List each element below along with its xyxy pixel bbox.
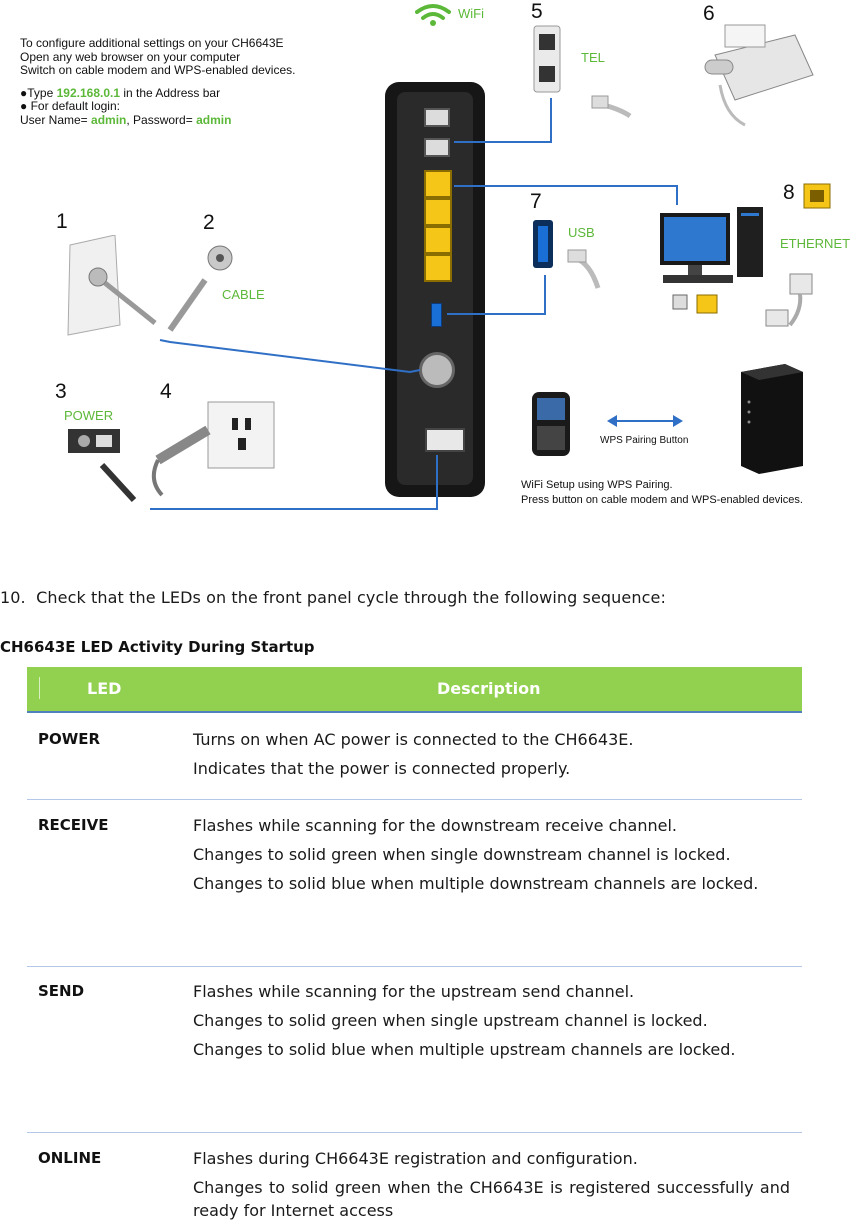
- power-adapter-icon: [68, 429, 137, 503]
- step-text: Check that the LEDs on the front panel c…: [36, 588, 666, 607]
- ethernet-cable-icon: [765, 273, 813, 327]
- led-name-receive: RECEIVE: [38, 816, 109, 834]
- description-line: Changes to solid blue when multiple upst…: [193, 1040, 736, 1059]
- instruction-text: in the Address bar: [120, 85, 221, 100]
- router-back-panel: [397, 92, 473, 485]
- power-label: POWER: [64, 408, 114, 423]
- step-number-8: 8: [783, 181, 795, 204]
- step-number-3: 3: [55, 380, 67, 403]
- led-name-send: SEND: [38, 982, 85, 1000]
- description-line: Flashes during CH6643E registration and …: [193, 1149, 638, 1168]
- phone-jack-icon: [533, 25, 632, 119]
- led-description-power: Turns on when AC power is connected to t…: [193, 728, 790, 786]
- wps-device-icon: [741, 364, 803, 474]
- table-header: LED Description: [27, 667, 802, 713]
- column-header-led: LED: [87, 679, 122, 698]
- tel-wire: [454, 141, 552, 143]
- step-instruction: 10. Check that the LEDs on the front pan…: [0, 588, 666, 607]
- wifi-label: WiFi: [458, 6, 484, 21]
- instruction-line: Switch on cable modem and WPS-enabled de…: [20, 63, 296, 77]
- ethernet-port-1: [424, 170, 452, 198]
- setup-instructions: To configure additional settings on your…: [20, 36, 296, 128]
- instruction-line: To configure additional settings on your…: [20, 36, 284, 50]
- login-credentials: User Name= admin, Password= admin: [20, 112, 295, 128]
- tel-port-2: [424, 138, 450, 157]
- tel-wire: [550, 98, 552, 142]
- description-line: Changes to solid green when single downs…: [193, 845, 731, 864]
- row-divider: [27, 966, 802, 967]
- description-line: Changes to solid blue when multiple down…: [193, 874, 759, 893]
- step-number-6: 6: [703, 2, 715, 25]
- row-divider: [27, 1132, 802, 1133]
- desktop-computer-icon: [660, 207, 763, 314]
- address-bar-instruction: ●Type 192.168.0.1 in the Address bar: [20, 85, 295, 101]
- wps-pairing-arrow-icon: [607, 415, 683, 427]
- step-number-2: 2: [203, 211, 215, 234]
- ethernet-wire: [676, 185, 678, 205]
- column-header-description: Description: [437, 679, 541, 698]
- usb-label: USB: [568, 225, 595, 240]
- led-description-send: Flashes while scanning for the upstream …: [193, 980, 790, 1067]
- power-port: [425, 428, 465, 452]
- usb-wire: [447, 313, 546, 315]
- coax-cable-icon: [167, 245, 233, 332]
- description-line: Indicates that the power is connected pr…: [193, 759, 571, 778]
- cable-label: CABLE: [222, 287, 265, 302]
- ethernet-port-3: [424, 226, 452, 254]
- ethernet-label: ETHERNET: [780, 236, 851, 251]
- power-outlet-icon: [151, 401, 275, 497]
- instruction-line: ● For default login:: [20, 99, 120, 113]
- instruction-line: Open any web browser on your computer: [20, 49, 241, 64]
- led-name-online: ONLINE: [38, 1149, 102, 1167]
- default-username: admin: [91, 112, 127, 127]
- smartphone-icon: [532, 392, 570, 456]
- ethernet-port-4: [424, 254, 452, 282]
- table-caption: CH6643E LED Activity During Startup: [0, 638, 315, 656]
- description-line: Flashes while scanning for the downstrea…: [193, 816, 677, 835]
- instruction-text: , Password=: [126, 112, 197, 127]
- power-wire: [150, 508, 438, 510]
- usb-wire: [544, 275, 546, 315]
- wps-setup-line: Press button on cable modem and WPS-enab…: [521, 494, 803, 506]
- default-password: admin: [196, 112, 232, 127]
- usb-drive-icon: [533, 220, 601, 289]
- header-divider: [39, 677, 40, 699]
- power-wire: [436, 455, 438, 510]
- step-number-7: 7: [530, 190, 542, 213]
- led-description-online: Flashes during CH6643E registration and …: [193, 1147, 790, 1228]
- description-line: Flashes while scanning for the upstream …: [193, 982, 635, 1001]
- row-divider: [27, 799, 802, 800]
- instruction-text: ●Type: [20, 85, 57, 100]
- description-line: Turns on when AC power is connected to t…: [193, 730, 634, 749]
- led-name-power: POWER: [38, 730, 101, 748]
- description-line: Changes to solid green when the CH6643E …: [193, 1178, 790, 1220]
- step-number-1: 1: [56, 210, 68, 233]
- usb-port: [431, 303, 442, 327]
- ip-address: 192.168.0.1: [56, 85, 121, 100]
- wps-button-label: WPS Pairing Button: [600, 435, 689, 446]
- ethernet-port-icon: [803, 183, 831, 209]
- coax-connector-icon: [419, 352, 455, 388]
- ethernet-wire: [454, 185, 678, 187]
- cable-wire: [159, 339, 421, 374]
- wps-setup-line: WiFi Setup using WPS Pairing.: [521, 479, 673, 491]
- tel-port-1: [424, 108, 450, 127]
- step-number-4: 4: [160, 380, 172, 403]
- instruction-text: User Name=: [20, 112, 92, 127]
- step-number: 10.: [0, 588, 26, 607]
- wall-cable-outlet-icon: [67, 235, 157, 336]
- description-line: Changes to solid green when single upstr…: [193, 1011, 708, 1030]
- fax-machine-icon: [704, 24, 814, 127]
- step-number-5: 5: [531, 0, 543, 23]
- tel-label: TEL: [581, 50, 605, 65]
- wifi-icon: [415, 4, 451, 26]
- ethernet-port-2: [424, 198, 452, 226]
- led-description-receive: Flashes while scanning for the downstrea…: [193, 814, 790, 901]
